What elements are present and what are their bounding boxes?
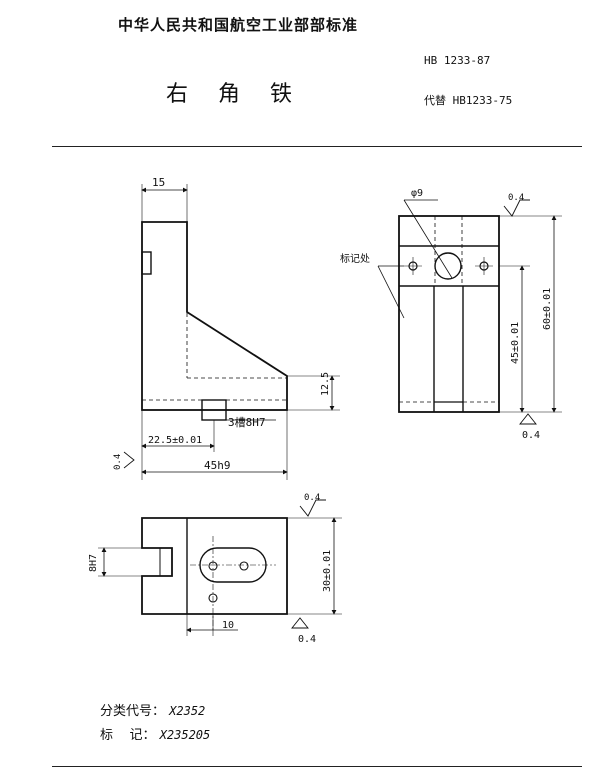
top-roughness-top: 0.4: [304, 493, 320, 503]
side-hole-dim: φ9: [411, 188, 423, 199]
marking-label: 标记处: [340, 253, 370, 265]
mark-row: 标 记： X235205: [100, 724, 210, 743]
side-roughness-top: 0.4: [508, 193, 524, 203]
side-view: [377, 199, 562, 425]
mark-code: X235205: [159, 728, 211, 742]
side-pitch-dim: 45±0.01: [510, 322, 521, 364]
part-name: 右角铁: [166, 82, 323, 107]
classification-code: X2352: [169, 704, 206, 718]
front-roughness: 0.4: [113, 454, 123, 470]
front-slot-dim: 3槽8H7: [228, 416, 266, 429]
side-roughness-bottom: 0.4: [522, 430, 540, 441]
top-slot-dim: 8H7: [88, 554, 99, 572]
standard-number: HB 1233-87: [424, 54, 491, 67]
footer-divider: [52, 766, 582, 767]
top-width-dim: 30±0.01: [322, 550, 333, 592]
front-length-dim: 45h9: [204, 459, 231, 472]
top-roughness-bottom: 0.4: [298, 634, 316, 645]
side-height-dim: 60±0.01: [542, 288, 553, 330]
front-offset-dim: 22.5±0.01: [148, 435, 202, 446]
front-view: [123, 184, 340, 480]
front-height-dim: 12.5: [320, 372, 331, 396]
mark-label: 标 记：: [100, 728, 156, 743]
classification-label: 分类代号：: [100, 704, 166, 719]
replaces-standard: 代替 HB1233-75: [424, 94, 513, 107]
top-view: [98, 499, 342, 636]
classification-row: 分类代号： X2352: [100, 700, 205, 719]
header-divider: [52, 146, 582, 147]
standard-title: 中华人民共和国航空工业部部标准: [118, 16, 359, 34]
top-hole-offset-dim: 10: [222, 620, 234, 631]
front-width-dim: 15: [152, 176, 165, 189]
